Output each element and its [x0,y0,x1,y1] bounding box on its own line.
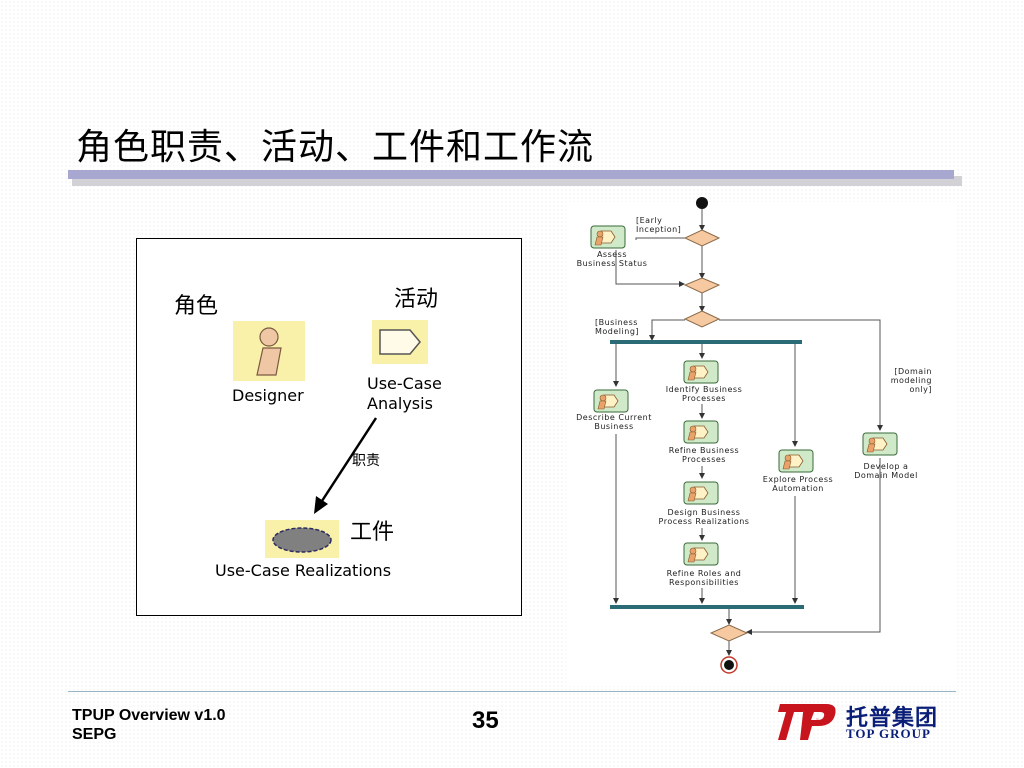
svg-text:TP: TP [816,719,819,721]
activity-design-icon [683,481,719,505]
decision-merge [683,277,721,294]
workflow-start-node [696,197,708,209]
title-rule-shadow [72,176,962,186]
fork-bar [610,340,802,344]
logo-english-name: TOP GROUP [846,726,931,741]
responsibility-arrow [314,417,378,514]
footer-line2: SEPG [72,726,117,743]
activity-tile [372,320,428,364]
role-heading: 角色 [174,294,219,319]
company-logo: TP 托普集团 TOP GROUP [776,700,952,744]
page-number: 35 [472,707,499,734]
title-rule [68,170,954,179]
designer-worker-icon [256,327,282,376]
activity-name-line1: Use-Case [367,374,442,393]
role-name: Designer [232,386,304,405]
activity-pentagon-icon [379,329,421,355]
activity-identify-icon [683,360,719,384]
decision-early-inception [683,229,721,247]
activity-assess-icon [590,225,626,249]
logo-chinese-name: 托普集团 [846,705,939,731]
footer-rule [68,691,956,692]
activity-refine-roles-icon [683,542,719,566]
decision-modeling-type [683,310,721,328]
footer-text: TPUP Overview v1.0 SEPG [72,706,226,744]
use-case-realization-icon [272,527,332,553]
decision-final [709,624,749,642]
activity-explore-icon [778,449,814,473]
artifact-heading: 工件 [350,520,395,545]
activity-heading: 活动 [394,287,439,312]
designer-tile [233,321,305,381]
activity-domain-icon [862,432,898,456]
footer-line1: TPUP Overview v1.0 [72,707,226,724]
activity-refine-processes-icon [683,420,719,444]
responsibility-label: 职责 [352,453,380,469]
slide-title: 角色职责、活动、工件和工作流 [76,127,595,168]
artifact-tile [265,520,339,558]
activity-describe-icon [593,389,629,413]
tp-logo-icon: TP [778,704,836,740]
activity-name-line2: Analysis [367,394,433,413]
join-bar [610,605,804,609]
artifact-name: Use-Case Realizations [215,561,392,580]
